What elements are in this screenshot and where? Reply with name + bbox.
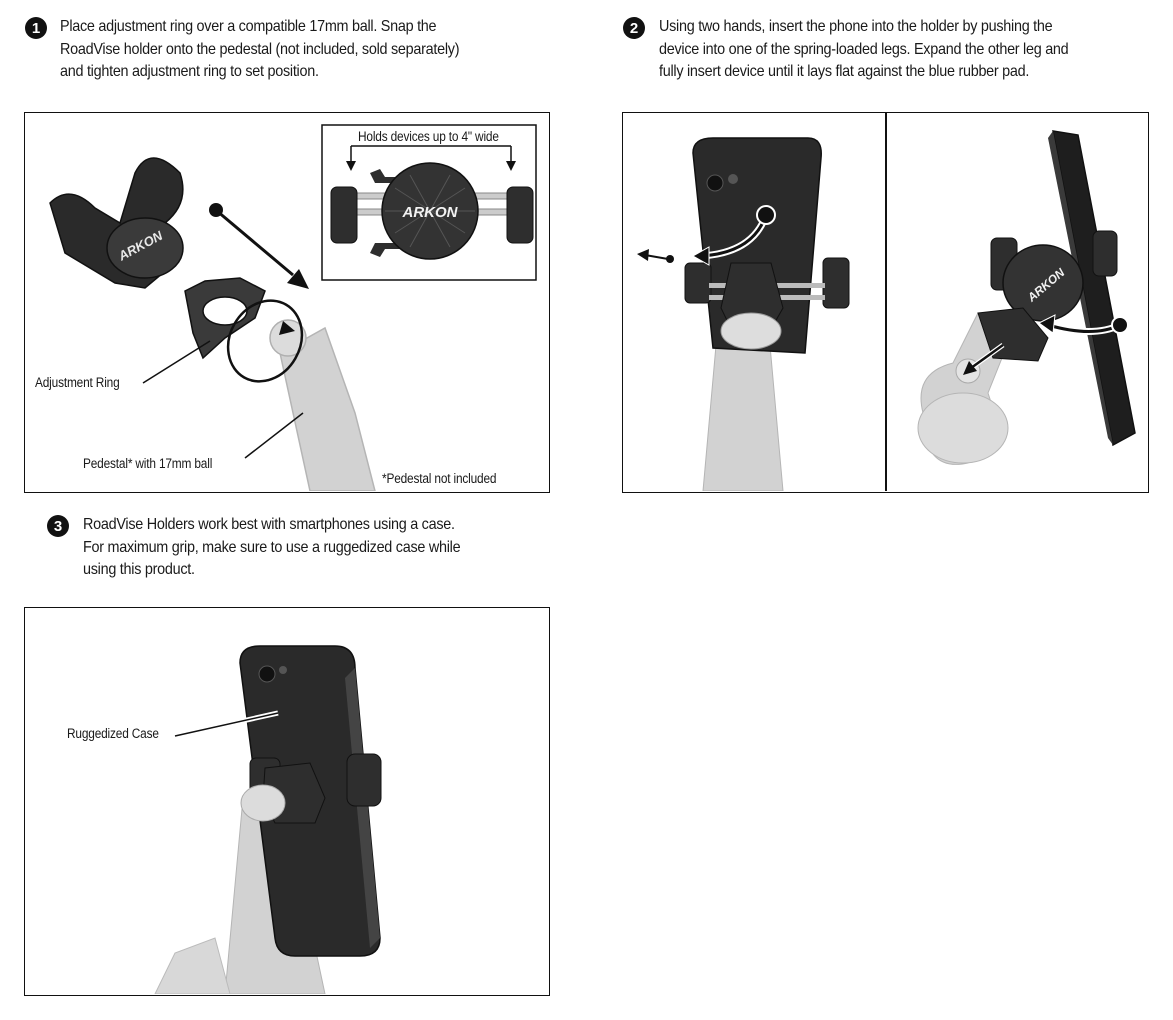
step-1-number: 1 bbox=[25, 17, 47, 39]
step-2: 2 Using two hands, insert the phone into… bbox=[623, 16, 1114, 84]
pedestal-note: *Pedestal not included bbox=[382, 471, 497, 486]
case-illustration bbox=[154, 645, 382, 994]
step-2-number: 2 bbox=[623, 17, 645, 39]
step-1: 1 Place adjustment ring over a compatibl… bbox=[25, 16, 504, 84]
inset-brand-logo: ARKON bbox=[402, 204, 459, 221]
step-3-number: 3 bbox=[47, 515, 69, 537]
assembly-illustration: ARKON ARKON bbox=[49, 124, 537, 491]
insertion-figure: ARKON bbox=[622, 112, 1149, 493]
inset-width-label: Holds devices up to 4" wide bbox=[358, 129, 499, 144]
step-3: 3 RoadVise Holders work best with smartp… bbox=[47, 514, 502, 582]
insertion-illustration: ARKON bbox=[637, 113, 1136, 491]
step-2-text: Using two hands, insert the phone into t… bbox=[659, 18, 1069, 80]
step-1-text: Place adjustment ring over a compatible … bbox=[60, 18, 460, 80]
adjustment-ring-label: Adjustment Ring bbox=[35, 375, 120, 390]
case-figure: Ruggedized Case bbox=[24, 607, 550, 996]
step-3-text: RoadVise Holders work best with smartpho… bbox=[83, 516, 461, 578]
assembly-figure: ARKON ARKON Holds devices up to 4" wide … bbox=[24, 112, 550, 493]
pedestal-label: Pedestal* with 17mm ball bbox=[83, 456, 213, 471]
ruggedized-case-label: Ruggedized Case bbox=[67, 726, 159, 741]
